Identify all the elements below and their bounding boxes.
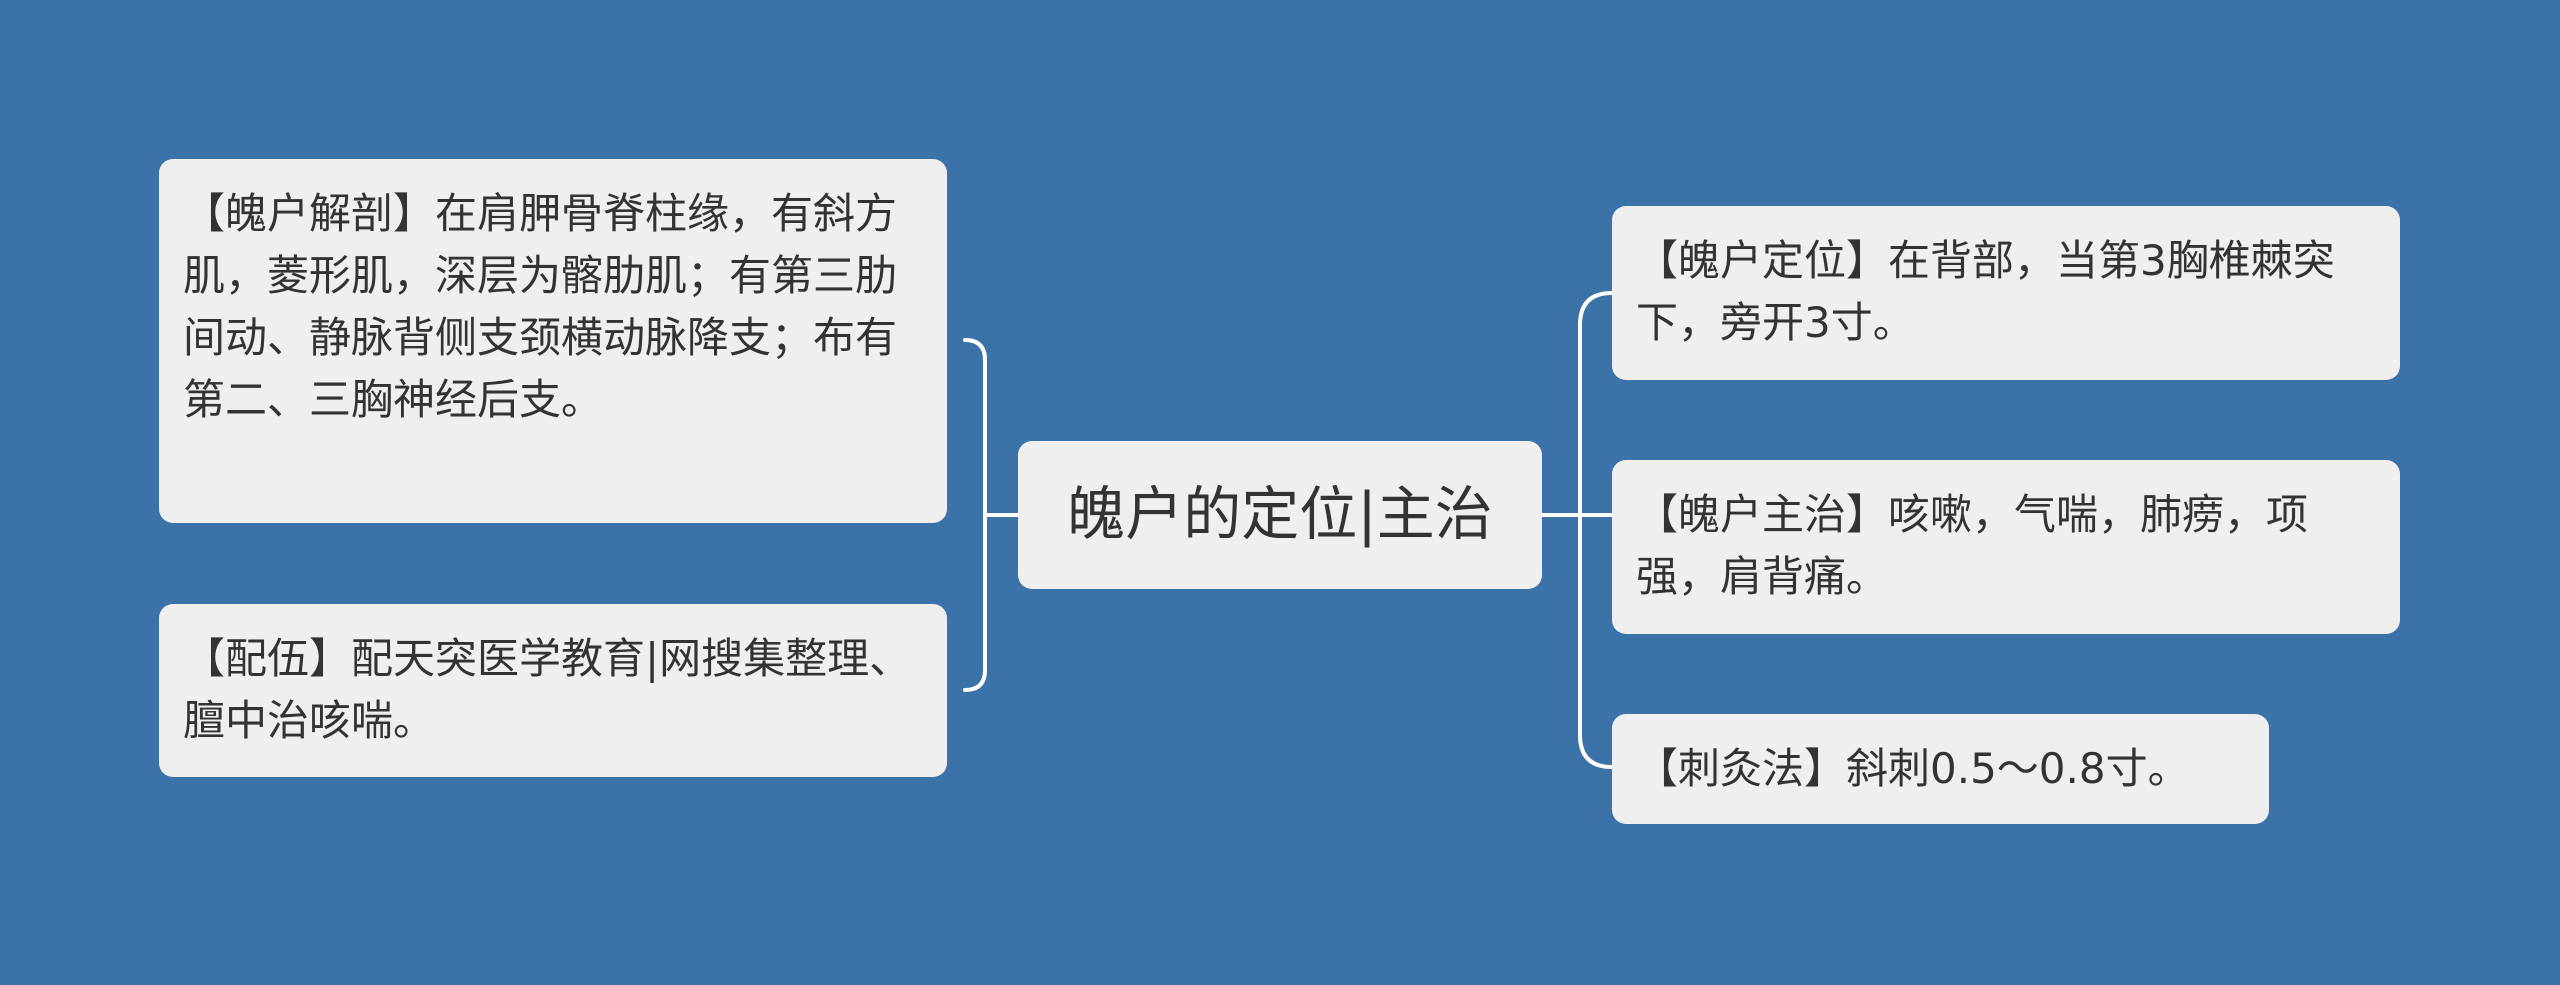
left-node-compatibility[interactable]: 【配伍】配天突医学教育|网搜集整理、膻中治咳喘。	[159, 604, 947, 777]
right-node-indications[interactable]: 【魄户主治】咳嗽，气喘，肺痨，项强，肩背痛。	[1612, 460, 2400, 634]
right-node-acupuncture-method[interactable]: 【刺灸法】斜刺0.5～0.8寸。	[1612, 714, 2269, 824]
connector-right-spine-bottom	[1578, 513, 1614, 769]
connector-left-spine	[963, 338, 987, 692]
left-node-anatomy[interactable]: 【魄户解剖】在肩胛骨脊柱缘，有斜方肌，菱形肌，深层为髂肋肌；有第三肋间动、静脉背…	[159, 159, 947, 523]
connector-right-spine-top	[1578, 291, 1614, 517]
root-node[interactable]: 魄户的定位|主治	[1018, 441, 1542, 589]
right-node-location[interactable]: 【魄户定位】在背部，当第3胸椎棘突下，旁开3寸。	[1612, 206, 2400, 380]
